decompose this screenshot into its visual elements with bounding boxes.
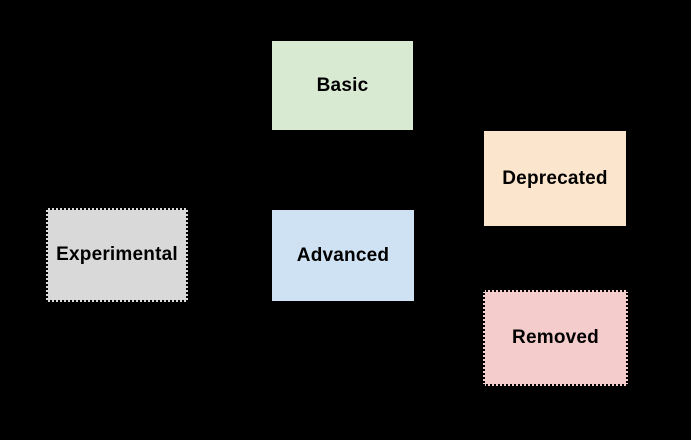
node-label: Basic [316,74,369,96]
diagram-node-removed: Removed [483,290,628,386]
node-label: Deprecated [502,167,608,189]
node-label: Experimental [56,244,178,265]
diagram-node-advanced: Advanced [272,210,414,301]
node-label: Removed [512,327,599,348]
diagram-node-deprecated: Deprecated [484,131,626,226]
diagram-node-experimental: Experimental [46,208,188,302]
diagram-node-basic: Basic [272,41,413,130]
node-label: Advanced [296,244,390,266]
